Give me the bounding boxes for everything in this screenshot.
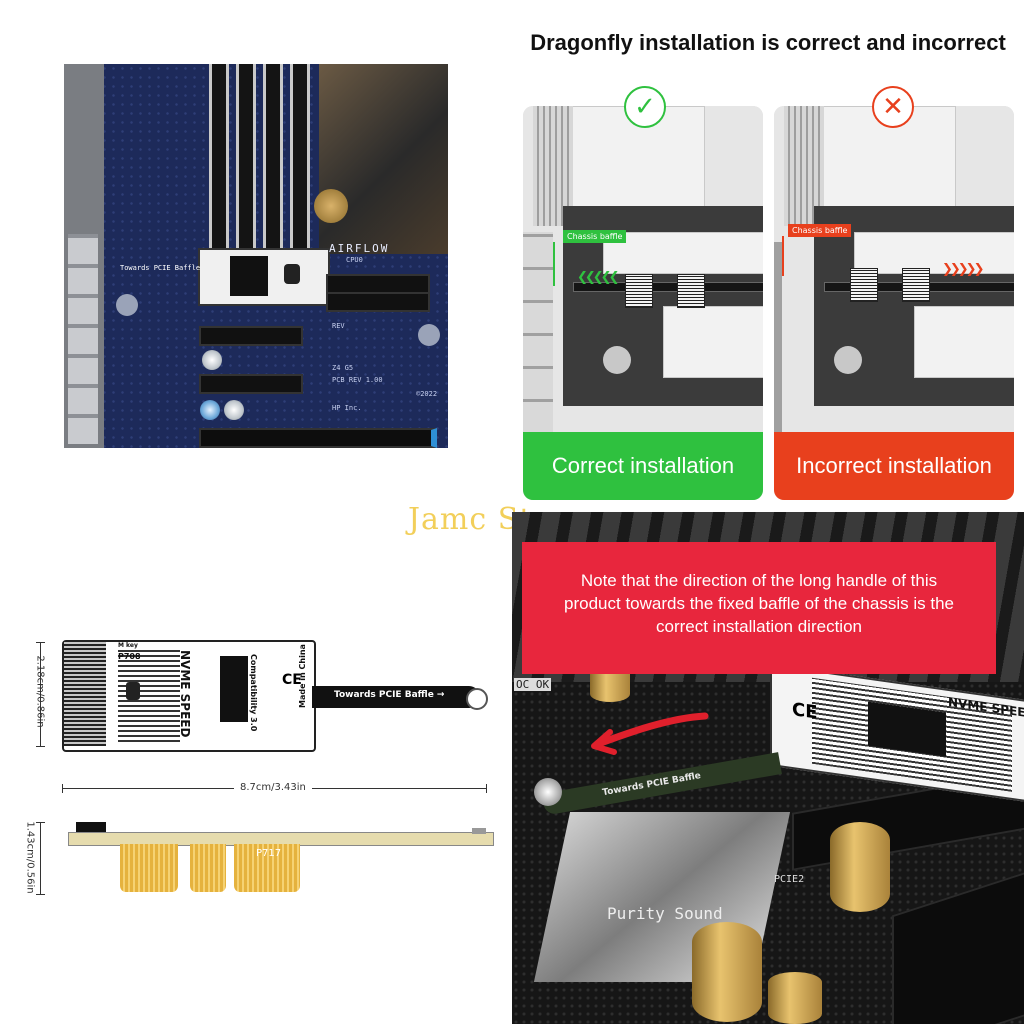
dimension-tick [36, 746, 45, 747]
board-render: ❮❮❮❮❮ Chassis baffle [523, 106, 763, 432]
cpu-cooler [319, 64, 448, 254]
direction-arrows: ❯❯❯❯❯ [942, 262, 985, 277]
installation-note-text: Note that the direction of the long hand… [532, 569, 986, 638]
m2-heatsink [854, 232, 1014, 274]
capacitor [200, 400, 220, 420]
callout-line [782, 236, 784, 276]
correct-installation-panel: ❮❮❮❮❮ Chassis baffle Correct installatio… [523, 106, 763, 500]
side-connector [76, 822, 106, 834]
adapter-handle: Towards PCIE Baffle → [312, 686, 480, 708]
side-standoff [472, 828, 486, 834]
ce-mark: CE [282, 672, 302, 688]
check-icon: ✓ [624, 86, 666, 128]
side-model: P717 [256, 848, 282, 859]
pcie-slot [199, 374, 303, 394]
ram-slot [290, 64, 310, 254]
width-dimension: 8.7cm/3.43in [234, 782, 312, 793]
adapter-card [677, 274, 705, 308]
cross-icon: ✕ [872, 86, 914, 128]
m2-connector [64, 642, 106, 746]
installation-note-banner [522, 542, 996, 674]
comparison-title: Dragonfly installation is correct and in… [530, 30, 1006, 55]
note-line: product towards the fixed baffle of the … [564, 594, 954, 613]
capacitor [202, 350, 222, 370]
mounting-standoff [534, 778, 562, 806]
thickness-dimension-line [40, 822, 41, 894]
pcb-label: AIRFLOW [329, 242, 390, 255]
adapter-label-block [230, 256, 268, 296]
adapter-card [902, 268, 930, 302]
board-label: PCIE2 [774, 874, 805, 885]
pcb-label: CPU0 [346, 256, 363, 264]
pcb-label: Towards PCIE Baffle [120, 264, 201, 272]
card-model: P708 [118, 652, 141, 661]
board-label: Purity Sound [607, 904, 723, 923]
pcb-label: HP Inc. [332, 404, 362, 412]
pcb-label: Z4 G5 [332, 364, 354, 372]
pcie-slot [573, 282, 763, 292]
direction-arrows: ❮❮❮❮❮ [577, 270, 620, 285]
chassis-baffle-callout: Chassis baffle [563, 230, 627, 243]
card-label-block [220, 656, 248, 722]
ram-slot [263, 64, 283, 254]
chassis-baffle [523, 232, 553, 432]
adapter-card [850, 268, 878, 302]
board-label: OC OK [514, 678, 552, 691]
chassis-baffle-callout: Chassis baffle [788, 224, 852, 237]
ce-mark: CE [792, 698, 818, 724]
handle-label: Towards PCIE Baffle → [334, 690, 445, 700]
thickness-dimension: 1.43cm/0.56in [24, 821, 36, 894]
gold-finger [120, 844, 178, 892]
cooler-screw [314, 189, 348, 223]
cmos-battery [834, 346, 862, 374]
note-line: Note that the direction of the long hand… [580, 571, 938, 590]
height-dimension-line [40, 642, 41, 746]
cmos-battery [603, 346, 631, 374]
chipset-heatsink [663, 306, 763, 378]
mounting-hole [116, 294, 138, 316]
dimension-tick [36, 894, 45, 895]
lock-icon [126, 682, 140, 700]
mounting-hole [418, 324, 440, 346]
motherboard-install-photo: Towards PCIE Baffle AIRFLOW CPU0 REV Z4 … [64, 64, 448, 448]
dimension-tick [36, 822, 45, 823]
m2-heatsink [603, 232, 763, 274]
nvme-adapter-card [198, 248, 330, 306]
dimension-tick [62, 784, 63, 793]
lock-icon [284, 264, 300, 284]
chipset-heatsink [914, 306, 1014, 378]
gold-finger [190, 844, 226, 892]
board-render: ❯❯❯❯❯ Chassis baffle [774, 106, 1014, 432]
incorrect-installation-panel: ❯❯❯❯❯ Chassis baffle Incorrect installat… [774, 106, 1014, 500]
ram-slot [236, 64, 256, 254]
height-dimension: 2.18cm/0.86in [34, 655, 46, 728]
pcb-label: ©2022 [416, 390, 438, 398]
pcb-label: REV [332, 322, 345, 330]
card-compat: Compatibility 3.0 [249, 654, 258, 732]
handle-hole [466, 688, 488, 710]
dimension-tick [36, 642, 45, 643]
capacitor [692, 922, 762, 1022]
pcie-slot [199, 428, 437, 448]
pcie-brackets [68, 234, 98, 444]
note-line: correct installation direction [656, 617, 862, 636]
chassis-baffle [774, 242, 782, 432]
capacitor [224, 400, 244, 420]
capacitor [768, 972, 822, 1024]
direction-arrow-icon [591, 712, 709, 755]
adapter-card [625, 274, 653, 308]
pcie-slot [199, 326, 303, 346]
dimension-tick [486, 784, 487, 793]
pcie-slot [326, 292, 430, 312]
card-brand: NVME SPEED [178, 650, 192, 738]
gold-finger [234, 844, 300, 892]
correct-label: Correct installation [523, 432, 763, 500]
callout-line [553, 242, 555, 286]
pcb-label: PCB REV 1.00 [332, 376, 383, 384]
pcie-slot [326, 274, 430, 294]
capacitor [830, 822, 890, 912]
incorrect-label: Incorrect installation [774, 432, 1014, 500]
ram-slot [209, 64, 229, 254]
card-m-key: M key [118, 642, 138, 649]
